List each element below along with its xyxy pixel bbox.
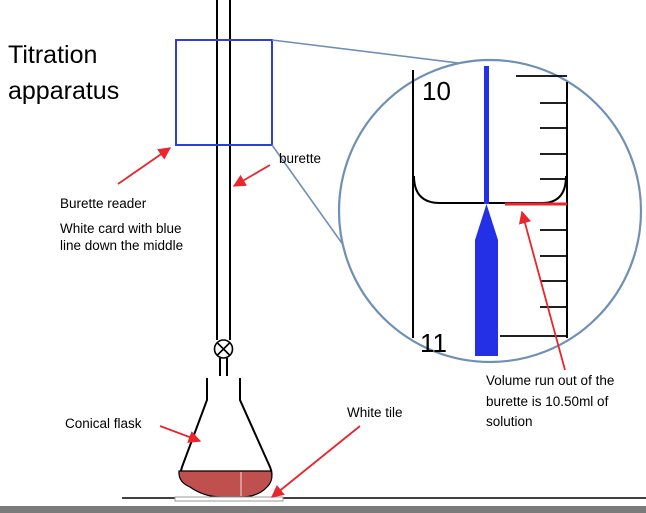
- card-blue-line: [475, 66, 498, 356]
- burette-tip: [219, 358, 228, 376]
- burette: [216, 0, 231, 340]
- annotation-arrows: [117, 147, 566, 498]
- volume-label-line3: solution: [486, 414, 533, 429]
- conical-flask-label: Conical flask: [65, 416, 142, 431]
- white-tile-label: White tile: [347, 405, 403, 420]
- white-card-label-line1: White card with blue: [60, 221, 182, 236]
- volume-label-line1: Volume run out of the: [486, 373, 614, 388]
- burette-label: burette: [279, 151, 321, 166]
- stopcock-icon: [213, 339, 234, 359]
- burette-reader-label: Burette reader: [60, 196, 147, 211]
- volume-label-line2: burette is 10.50ml of: [486, 394, 609, 409]
- scale-label-upper: 10: [422, 76, 451, 106]
- scale-label-lower: 11: [420, 328, 447, 358]
- white-card-label-line2: line down the middle: [60, 238, 183, 253]
- bottom-border: [0, 506, 646, 513]
- magnified-view-circle: [337, 58, 643, 364]
- magnified-burette: [412, 70, 568, 338]
- diagram-title-line1: Titration: [8, 41, 97, 69]
- white-tile: [174, 496, 284, 502]
- diagram-title-line2: apparatus: [8, 77, 119, 105]
- bench: [122, 496, 646, 502]
- burette-reader-card: [175, 39, 273, 146]
- flask-liquid: [178, 470, 273, 498]
